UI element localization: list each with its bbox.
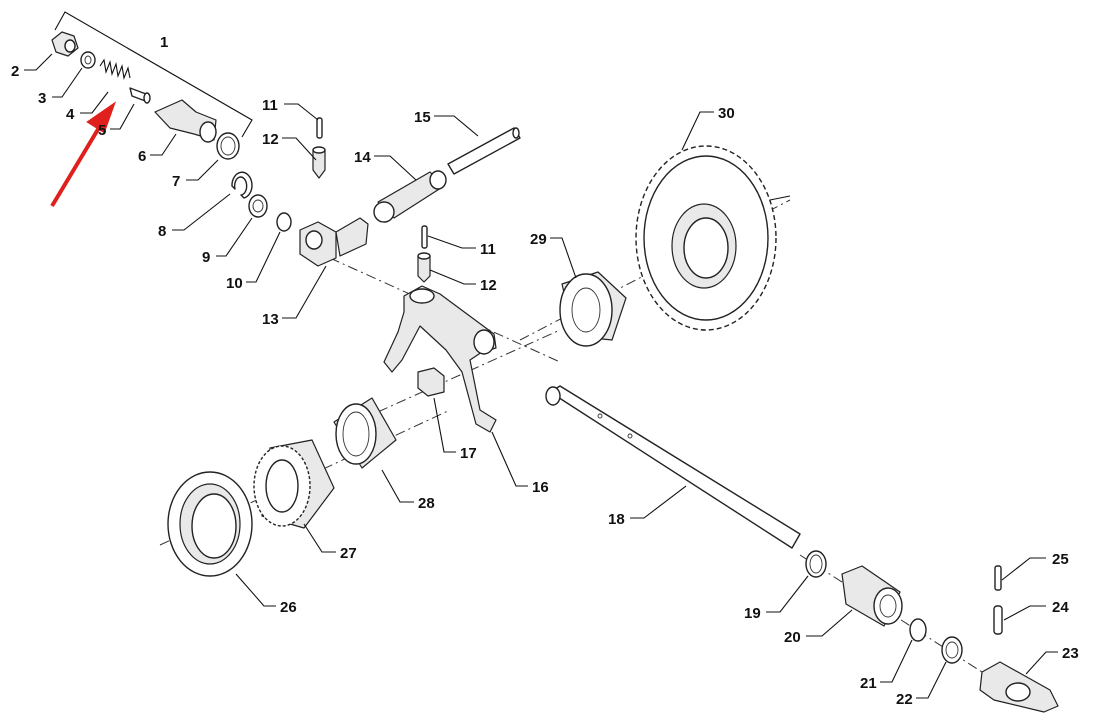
part-23-lever xyxy=(979,661,1059,713)
part-28-sleeve xyxy=(333,397,397,469)
part-30-large-gear xyxy=(635,145,777,331)
part-8-circlip xyxy=(231,171,253,199)
part-26-ring-gear xyxy=(167,471,253,577)
label-5: 5 xyxy=(98,122,106,139)
part-9-washer xyxy=(248,194,268,218)
part-17-pad xyxy=(417,367,445,397)
part-22-ring xyxy=(941,636,963,664)
group-bracket xyxy=(54,11,253,138)
label-29: 29 xyxy=(530,231,547,248)
part-24-pin xyxy=(993,605,1003,635)
callout-labels: 1 2 3 4 5 6 7 8 9 10 11 12 13 14 15 11 1… xyxy=(11,34,1079,708)
part-13-lever-block xyxy=(299,217,369,267)
label-20: 20 xyxy=(784,629,801,646)
part-11-pin-top xyxy=(316,117,323,139)
label-26: 26 xyxy=(280,599,297,616)
label-27: 27 xyxy=(340,545,357,562)
label-25: 25 xyxy=(1052,551,1069,568)
part-6-shaft xyxy=(154,99,217,143)
label-12-middle: 12 xyxy=(480,277,497,294)
label-28: 28 xyxy=(418,495,435,512)
label-30: 30 xyxy=(718,105,735,122)
label-21: 21 xyxy=(860,675,877,692)
part-10-oring xyxy=(276,212,292,232)
part-3-washer xyxy=(80,51,96,69)
label-7: 7 xyxy=(172,173,180,190)
label-12-top: 12 xyxy=(262,131,279,148)
part-20-bushing xyxy=(841,565,903,627)
part-18-shaft xyxy=(545,385,801,549)
label-6: 6 xyxy=(138,148,146,165)
part-4-spring xyxy=(99,58,131,81)
label-3: 3 xyxy=(38,90,46,107)
label-2: 2 xyxy=(11,63,19,80)
label-19: 19 xyxy=(744,605,761,622)
label-23: 23 xyxy=(1062,645,1079,662)
label-9: 9 xyxy=(202,249,210,266)
label-11-top: 11 xyxy=(262,97,278,114)
label-13: 13 xyxy=(262,311,279,328)
label-15: 15 xyxy=(414,109,431,126)
label-11-middle: 11 xyxy=(480,241,496,258)
part-5-plunger xyxy=(129,87,151,104)
part-12-screw-top xyxy=(312,146,326,179)
label-22: 22 xyxy=(896,691,913,708)
label-8: 8 xyxy=(158,223,166,240)
label-14: 14 xyxy=(354,149,371,166)
label-16: 16 xyxy=(532,479,549,496)
label-24: 24 xyxy=(1052,599,1069,616)
part-7-ring xyxy=(216,132,240,160)
part-11-pin-middle xyxy=(421,225,428,249)
label-1: 1 xyxy=(160,34,168,51)
part-16-shift-fork xyxy=(383,285,497,433)
part-21-ring xyxy=(909,618,927,642)
part-27-gear-hub xyxy=(253,439,335,529)
part-14-sleeve xyxy=(373,170,447,223)
label-18: 18 xyxy=(608,511,625,528)
part-19-ring xyxy=(805,550,827,578)
label-10: 10 xyxy=(226,275,243,292)
leader-lines xyxy=(24,53,1058,699)
part-12-screw-middle xyxy=(417,252,431,283)
part-15-rod xyxy=(447,127,521,175)
highlight-arrow xyxy=(50,101,116,208)
label-4: 4 xyxy=(66,106,75,123)
part-29-collar xyxy=(559,271,627,347)
part-2-cap xyxy=(51,31,79,57)
label-17: 17 xyxy=(460,445,477,462)
part-25-pin xyxy=(994,565,1002,591)
